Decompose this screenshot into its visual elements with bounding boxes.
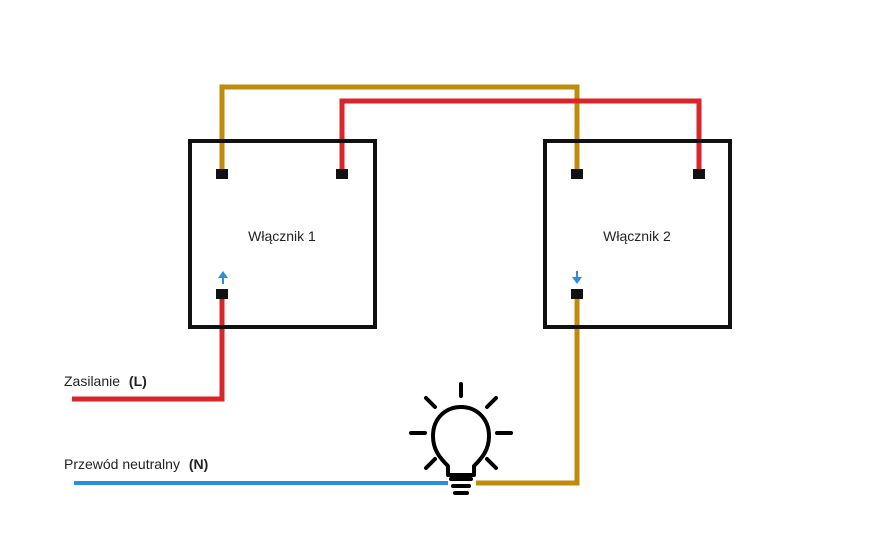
switch-1: Włącznik 1 xyxy=(188,139,377,329)
neutral-label-text: Przewód neutralny xyxy=(64,456,180,472)
switched-wire xyxy=(476,294,580,486)
switch-2-terminal-common xyxy=(571,289,583,299)
switch-2-label: Włącznik 2 xyxy=(603,228,671,244)
switch-2: Włącznik 2 xyxy=(543,139,732,329)
neutral-label-tag: (N) xyxy=(189,456,208,472)
live-label-text: Zasilanie xyxy=(64,373,120,389)
arrow-up-icon xyxy=(218,271,228,284)
light-bulb-icon xyxy=(409,382,513,495)
switch-2-terminal-top-left xyxy=(571,169,583,179)
switch-1-terminal-top-right xyxy=(336,169,348,179)
switch-1-terminal-top-left xyxy=(216,169,228,179)
traveler-wire-2 xyxy=(339,98,702,174)
switch-1-terminal-common xyxy=(216,289,228,299)
traveler-wire-1 xyxy=(219,84,580,174)
neutral-label: Przewód neutralny (N) xyxy=(64,456,208,472)
switch-2-box xyxy=(543,139,732,329)
arrow-down-icon xyxy=(572,271,582,284)
switch-1-label: Włącznik 1 xyxy=(248,228,316,244)
live-label: Zasilanie (L) xyxy=(64,373,147,389)
live-label-tag: (L) xyxy=(129,373,147,389)
switch-2-terminal-top-right xyxy=(693,169,705,179)
switch-1-box xyxy=(188,139,377,329)
